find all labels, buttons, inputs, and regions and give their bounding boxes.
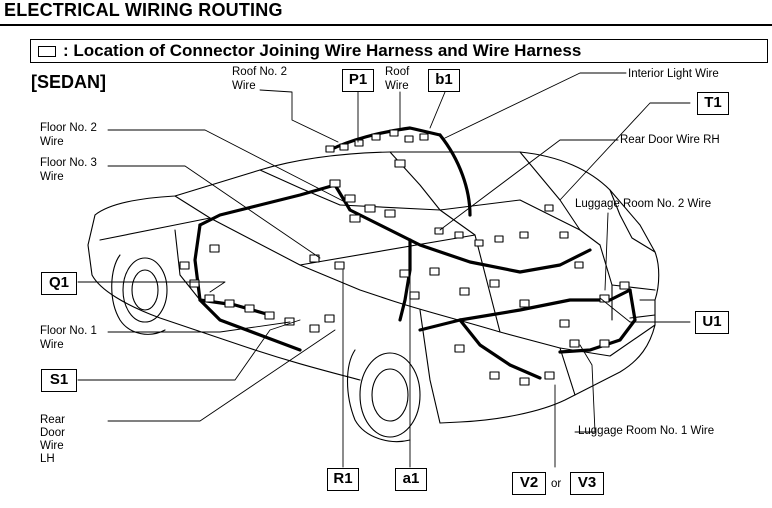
body-variant-label: [SEDAN] (31, 72, 106, 92)
rear-door-wire-lh-label-line4: LH (40, 453, 55, 465)
title-divider (0, 24, 772, 26)
roof-wire-label-line1: Roof (385, 66, 410, 78)
rear-door-wire-lh-label-line2: Door (40, 427, 65, 439)
floor-no1-wire-label-line2: Wire (40, 339, 64, 351)
leader-lines (77, 72, 691, 468)
floor-no3-wire-label-line2: Wire (40, 171, 64, 183)
roof-no2-wire-label-line1: Roof No. 2 (232, 66, 287, 78)
rear-door-wire-rh-label: Rear Door Wire RH (620, 134, 720, 146)
car-body-outline (87, 151, 660, 424)
roof-wire-label-line2: Wire (385, 80, 409, 92)
roof-no2-wire-label-line2: Wire (232, 80, 256, 92)
interior-light-wire-label: Interior Light Wire (628, 68, 719, 80)
subtitle-box: : Location of Connector Joining Wire Har… (30, 39, 768, 63)
connector-code-r1: R1 (327, 468, 359, 491)
connector-blocks (179, 129, 630, 386)
connector-code-q1: Q1 (41, 272, 77, 295)
floor-no3-wire-label-line1: Floor No. 3 (40, 157, 97, 169)
floor-no2-wire-label-line2: Wire (40, 136, 64, 148)
subtitle-text: : Location of Connector Joining Wire Har… (63, 41, 582, 60)
connector-code-a1: a1 (395, 468, 427, 491)
page-title: ELECTRICAL WIRING ROUTING (4, 0, 283, 20)
connector-code-v3: V3 (570, 472, 604, 495)
floor-no1-wire-label-line1: Floor No. 1 (40, 325, 97, 337)
wire-harness-routes (193, 126, 637, 380)
connector-box-icon (38, 46, 56, 57)
connector-code-p1: P1 (342, 69, 374, 92)
connector-code-u1: U1 (695, 311, 729, 334)
or-separator: or (551, 478, 562, 490)
connector-code-b1: b1 (428, 69, 460, 92)
rear-door-wire-lh-label-line3: Wire (40, 440, 64, 452)
connector-code-v2: V2 (512, 472, 546, 495)
connector-code-s1: S1 (41, 369, 77, 392)
luggage-room-no2-wire-label: Luggage Room No. 2 Wire (575, 198, 712, 210)
rear-wheel (347, 349, 421, 443)
floor-no2-wire-label-line1: Floor No. 2 (40, 122, 97, 134)
rear-door-wire-lh-label-line1: Rear (40, 414, 65, 426)
front-wheel (111, 254, 168, 335)
luggage-room-no1-wire-label: Luggage Room No. 1 Wire (578, 425, 715, 437)
connector-code-t1: T1 (697, 92, 729, 115)
